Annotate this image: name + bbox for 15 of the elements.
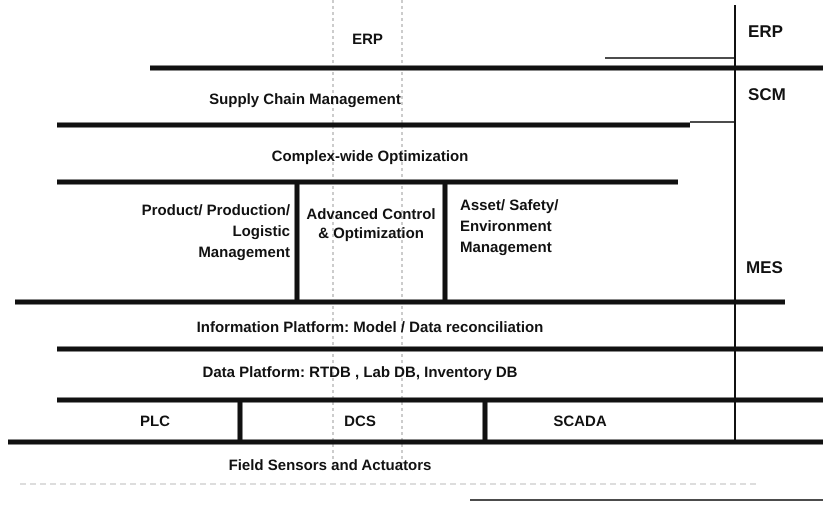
layer-name: Field Sensors and Actuators — [150, 456, 510, 475]
layer-name: Supply Chain Management — [100, 90, 510, 109]
level-label: SCM — [748, 85, 786, 104]
layer-name: Information Platform: Model / Data reconciliation — [80, 318, 660, 337]
level-label: MES — [746, 258, 783, 277]
layer-name: ERP — [333, 30, 402, 49]
layer-name: Advanced Control & Optimization — [300, 205, 442, 243]
layer-name: Complex-wide Optimization — [150, 147, 590, 166]
layer-name: PLC — [90, 412, 220, 431]
layer-name: Asset/ Safety/ Environment Management — [460, 195, 610, 258]
level-label: ERP — [748, 22, 783, 41]
layer-name: Data Platform: RTDB , Lab DB, Inventory DB — [80, 363, 640, 382]
layer-name: Product/ Production/ Logistic Management — [140, 200, 290, 263]
layer-name: SCADA — [500, 412, 660, 431]
layer-name: DCS — [290, 412, 430, 431]
